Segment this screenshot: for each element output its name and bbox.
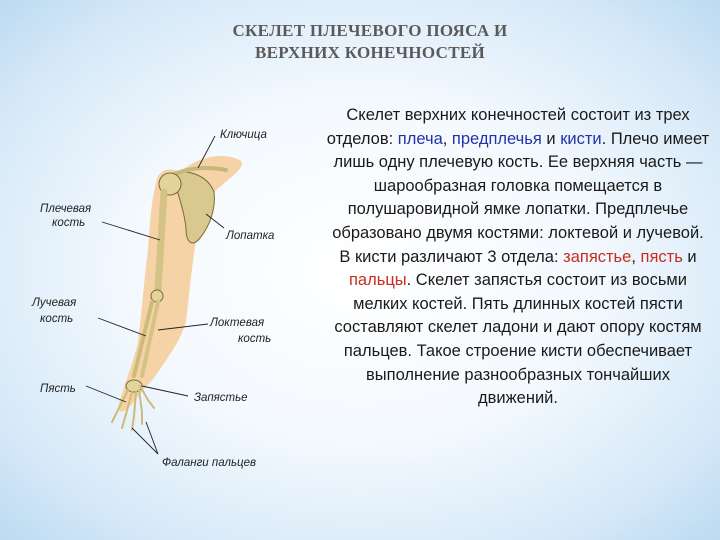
label-humerus-line-1: Плечевая	[40, 203, 92, 215]
paragraph-2: В кисти различают 3 отдела: запястье, пя…	[334, 247, 702, 408]
label-clavicle: Ключица	[220, 129, 267, 141]
description-text: Скелет верхних конечностей состоит из тр…	[326, 104, 710, 411]
term-forearm: предплечья	[451, 129, 542, 148]
label-humerus-line-2: кость	[52, 217, 86, 229]
radius-bone	[132, 300, 154, 378]
pointer-phalanges-1	[131, 427, 159, 455]
label-radius-line-1: Лучевая	[32, 297, 77, 309]
arm-skeleton-illustration	[85, 135, 243, 455]
term-shoulder: плеча	[397, 129, 443, 148]
label-wrist: Запястье	[194, 392, 248, 404]
title-line-2: ВЕРХНИХ КОНЕЧНОСТЕЙ	[254, 43, 486, 62]
ulna-bone	[140, 300, 160, 378]
pointer-metacarpus	[85, 385, 127, 403]
pointer-phalanges-2	[145, 421, 159, 455]
term-hand: кисти	[560, 129, 602, 148]
arm-skeleton-figure: Ключица Плечевая кость Лопатка Лучевая к…	[30, 110, 320, 490]
pointer-radius	[97, 317, 147, 337]
pointer-wrist	[141, 385, 189, 397]
pointer-ulna	[157, 323, 209, 331]
label-metacarpus: Пясть	[40, 383, 76, 395]
humerus-bone	[154, 188, 168, 294]
pointer-clavicle	[197, 135, 216, 169]
label-ulna-line-1: Локтевая	[210, 317, 265, 329]
hand-bones	[111, 385, 155, 431]
label-scapula: Лопатка	[226, 230, 275, 242]
pointer-scapula	[205, 213, 225, 229]
term-metacarpus: пясть	[640, 247, 683, 266]
title-line-1: СКЕЛЕТ ПЛЕЧЕВОГО ПОЯСА И	[232, 21, 508, 40]
label-radius-line-2: кость	[40, 313, 74, 325]
slide-title: СКЕЛЕТ ПЛЕЧЕВОГО ПОЯСА И ВЕРХНИХ КОНЕЧНО…	[150, 20, 590, 64]
paragraph-1: Скелет верхних конечностей состоит из тр…	[326, 106, 710, 242]
label-phalanges: Фаланги пальцев	[162, 457, 256, 469]
pointer-humerus	[101, 221, 161, 241]
label-ulna-line-2: кость	[238, 333, 272, 345]
scapula-bone	[171, 171, 215, 244]
term-wrist: запястье	[563, 247, 632, 266]
term-fingers: пальцы	[348, 271, 407, 290]
